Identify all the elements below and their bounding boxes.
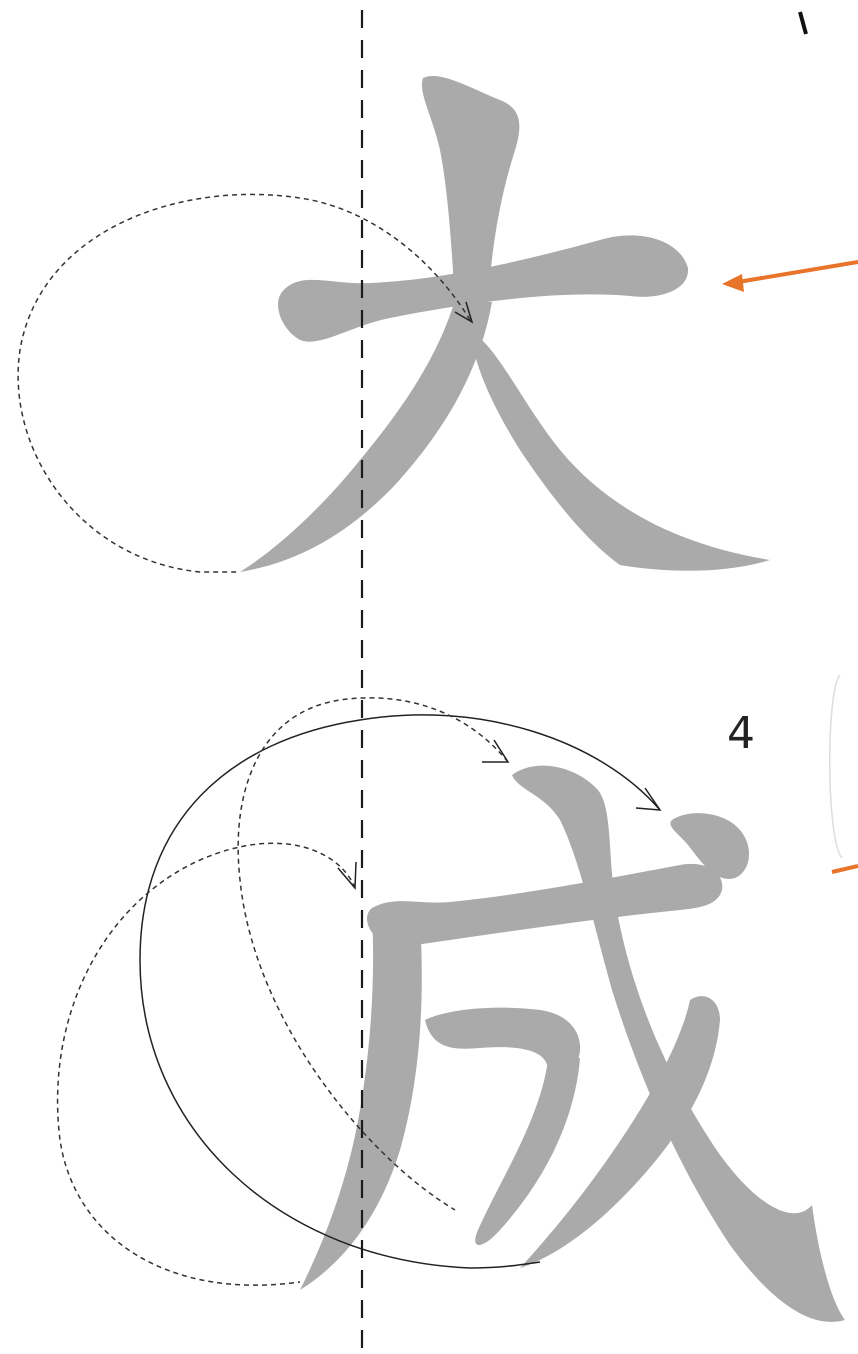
da-right-falling-stroke — [470, 330, 770, 571]
character-da — [240, 76, 770, 572]
cheng-dashed-trace-upper-arrowhead — [482, 739, 510, 763]
cheng-slant-stroke — [520, 996, 720, 1268]
da-horizontal-stroke — [278, 235, 689, 342]
cheng-horizontal-stroke — [367, 863, 723, 946]
cheng-dot-stroke — [670, 813, 750, 879]
cheng-left-vertical-stroke — [300, 915, 422, 1290]
da-trace-arrowhead — [454, 301, 474, 324]
cheng-dashed-trace-upper — [237, 697, 509, 1211]
da-motion-trace — [17, 193, 474, 573]
cheng-inner-horizontal-stroke — [425, 1007, 581, 1068]
da-top-stroke — [421, 76, 520, 305]
cheng-solid-trace-path — [139, 714, 661, 1269]
character-cheng — [300, 765, 845, 1322]
corner-mark — [798, 11, 808, 35]
orange-bracket — [829, 674, 843, 859]
step-number: 4 — [727, 708, 755, 759]
cheng-solid-trace-arrowhead — [635, 787, 662, 811]
cheng-motion-traces — [56, 697, 662, 1286]
cheng-dashed-trace-lower — [56, 842, 356, 1286]
cheng-dashed-trace-lower-arrowhead — [337, 861, 357, 890]
da-left-falling-stroke — [240, 300, 492, 572]
cheng-inner-hook-stroke — [475, 1058, 580, 1246]
da-dashed-trace-path — [17, 193, 471, 573]
orange-pointer-arrow — [722, 260, 858, 874]
cheng-diagonal-stroke — [512, 765, 845, 1322]
